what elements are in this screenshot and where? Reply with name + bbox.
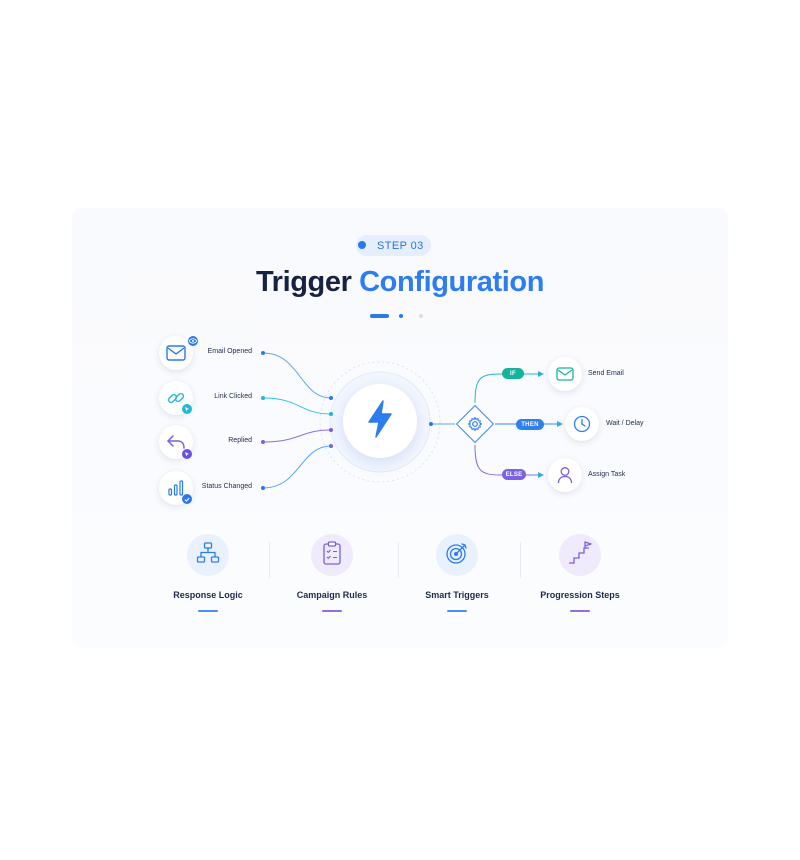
bar-chart-icon [167,480,185,496]
trigger-label-status-changed: Status Changed [201,483,252,490]
hub-port-2 [329,412,333,416]
feature-icon-bg [436,534,478,576]
trigger-hub[interactable] [343,384,417,458]
feature-smart-triggers[interactable]: Smart Triggers [397,534,517,612]
feature-underline [447,610,467,612]
feature-underline [570,610,590,612]
action-node-wait-delay[interactable] [565,407,599,441]
pager-active[interactable] [370,314,389,318]
trigger-label-email-opened: Email Opened [207,348,252,355]
hub-port-1 [329,396,333,400]
feature-underline [198,610,218,612]
divider [269,542,270,578]
hub-output-port [429,422,433,426]
trigger-label-link-clicked: Link Clicked [214,393,252,400]
hub-port-4 [329,444,333,448]
pager-dot-2[interactable] [399,314,403,318]
condition-pill-then: THEN [516,419,544,430]
action-node-send-email[interactable] [548,357,582,391]
title-word-configuration: Configuration [359,266,545,298]
gear-icon [467,416,483,437]
feature-response-logic[interactable]: Response Logic [148,534,268,612]
feature-progression-steps[interactable]: Progression Steps [520,534,640,612]
trigger-label-replied: Replied [228,437,252,444]
eye-icon [188,336,198,346]
page-title: Trigger Configuration [0,266,800,299]
trigger-node-email-opened[interactable] [159,336,193,370]
cursor-icon [182,449,192,459]
link-icon [166,388,186,408]
feature-icon-bg [311,534,353,576]
divider [398,542,399,578]
step-badge-label: STEP 03 [377,239,424,252]
action-node-assign-task[interactable] [548,458,582,492]
mail-icon [556,367,574,381]
port-status-changed [261,486,265,490]
connector-status-changed [262,445,332,489]
connector-email-opened [262,352,332,399]
connector-link-clicked [262,397,332,415]
clipboard-icon [322,540,342,570]
feature-label: Progression Steps [540,590,620,600]
person-icon [557,466,573,484]
port-replied [261,440,265,444]
port-email-opened [261,351,265,355]
feature-campaign-rules[interactable]: Campaign Rules [272,534,392,612]
badge-dot [358,241,366,249]
hub-outer-ring [319,361,441,483]
check-icon [182,494,192,504]
clock-icon [573,415,591,433]
target-icon [445,541,469,570]
cursor-icon [182,404,192,414]
lightning-icon [365,399,395,444]
feature-label: Response Logic [173,590,243,600]
pager-dot-3[interactable] [419,314,423,318]
mail-icon [166,345,186,361]
action-label-wait-delay: Wait / Delay [606,420,644,427]
feature-label: Smart Triggers [425,590,489,600]
title-word-trigger: Trigger [255,266,352,298]
org-chart-icon [196,541,220,569]
decision-diamond [455,404,495,444]
divider [520,542,521,578]
condition-pill-if: IF [502,368,524,379]
feature-label: Campaign Rules [296,590,368,600]
feature-icon-bg [559,534,601,576]
condition-pill-else: ELSE [502,469,526,480]
action-label-assign-task: Assign Task [588,471,626,478]
step-badge: STEP 03 [356,235,431,256]
branch-if-line [474,371,544,404]
action-label-send-email: Send Email [588,370,624,377]
branch-else-line [474,444,544,478]
port-link-clicked [261,396,265,400]
hub-port-3 [329,428,333,432]
feature-underline [322,610,342,612]
stairs-flag-icon [567,540,593,570]
connector-replied [262,429,332,443]
feature-icon-bg [187,534,229,576]
reply-icon [166,434,186,450]
